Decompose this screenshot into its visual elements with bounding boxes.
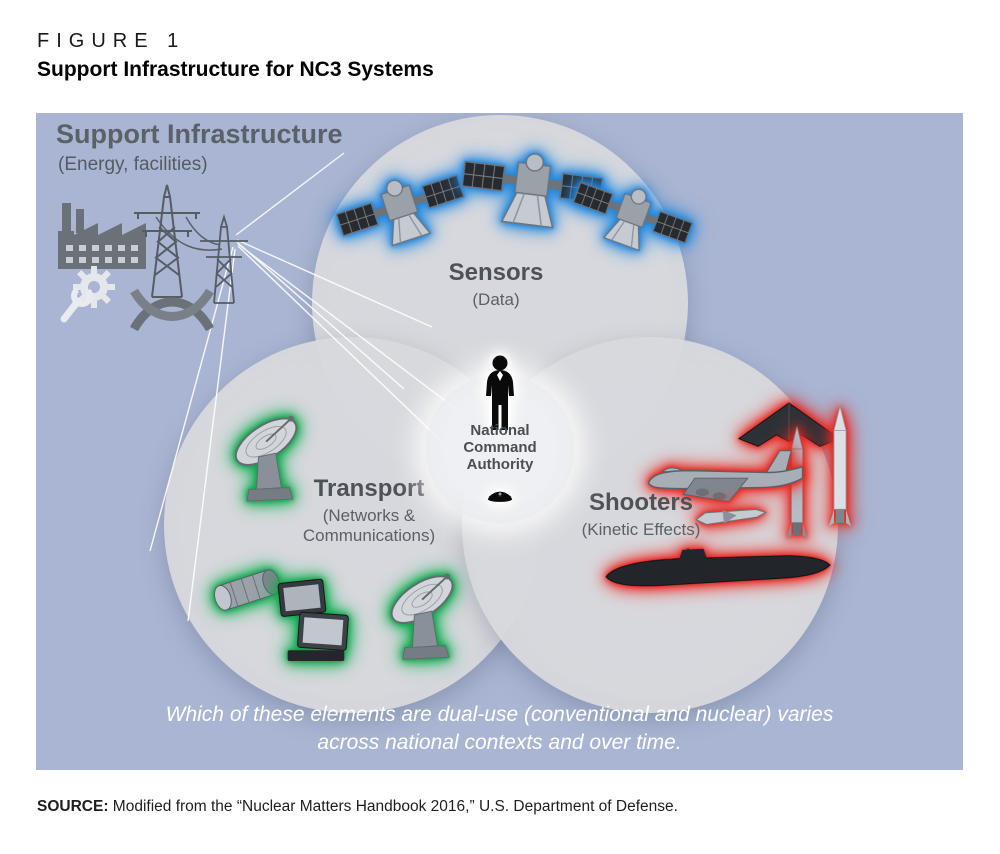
submarine-icon — [600, 541, 836, 599]
support-infrastructure-title: Support Infrastructure — [56, 119, 343, 149]
nca-label: National Command Authority — [463, 422, 537, 473]
highway-interchange-icon — [130, 288, 214, 332]
shooters-subtitle: (Kinetic Effects) — [581, 520, 701, 540]
person-silhouette-icon — [478, 355, 522, 431]
transmission-tower-small-icon — [200, 213, 248, 304]
source-text: Modified from the “Nuclear Matters Handb… — [112, 798, 678, 815]
satellite-icon — [562, 158, 703, 271]
stealth-bomber-icon — [736, 399, 842, 459]
diagram-caption: Which of these elements are dual-use (co… — [36, 701, 963, 758]
transmission-tower-icon — [134, 184, 200, 298]
nc3-diagram: Support Infrastructure (Energy, faciliti… — [36, 113, 963, 770]
equipment-cylinder-icon — [208, 559, 286, 621]
source-line: SOURCE: Modified from the “Nuclear Matte… — [37, 798, 678, 816]
officer-cap-icon — [486, 485, 514, 503]
dish-antenna-icon — [378, 565, 470, 665]
shooters-label: Shooters (Kinetic Effects) — [541, 489, 741, 540]
caption-line-1: Which of these elements are dual-use (co… — [165, 703, 834, 726]
sensors-label: Sensors (Data) — [376, 259, 616, 310]
transport-label: Transport (Networks & Communications) — [264, 475, 474, 546]
satellite-icon — [327, 150, 475, 266]
server-stack-icon — [274, 573, 356, 665]
missile-icon — [828, 393, 852, 545]
figure-title: Support Infrastructure for NC3 Systems — [37, 58, 434, 81]
shooters-title: Shooters — [588, 489, 693, 516]
gear-wrench-icon — [60, 266, 115, 323]
sensors-subtitle: (Data) — [472, 290, 520, 310]
transport-title: Transport — [313, 475, 425, 502]
caption-line-2: across national contexts and over time. — [317, 731, 682, 755]
cruise-missile-icon — [693, 501, 769, 531]
support-infrastructure-subtitle: (Energy, facilities) — [58, 154, 208, 175]
bomber-icon — [645, 447, 807, 515]
sensors-title: Sensors — [448, 259, 544, 286]
figure-label: FIGURE 1 — [37, 30, 186, 52]
missile-icon — [784, 425, 810, 545]
dish-antenna-icon — [224, 407, 312, 507]
source-label: SOURCE: — [37, 798, 109, 815]
transport-subtitle: (Networks & Communications) — [302, 506, 436, 546]
factory-icon — [58, 203, 146, 269]
